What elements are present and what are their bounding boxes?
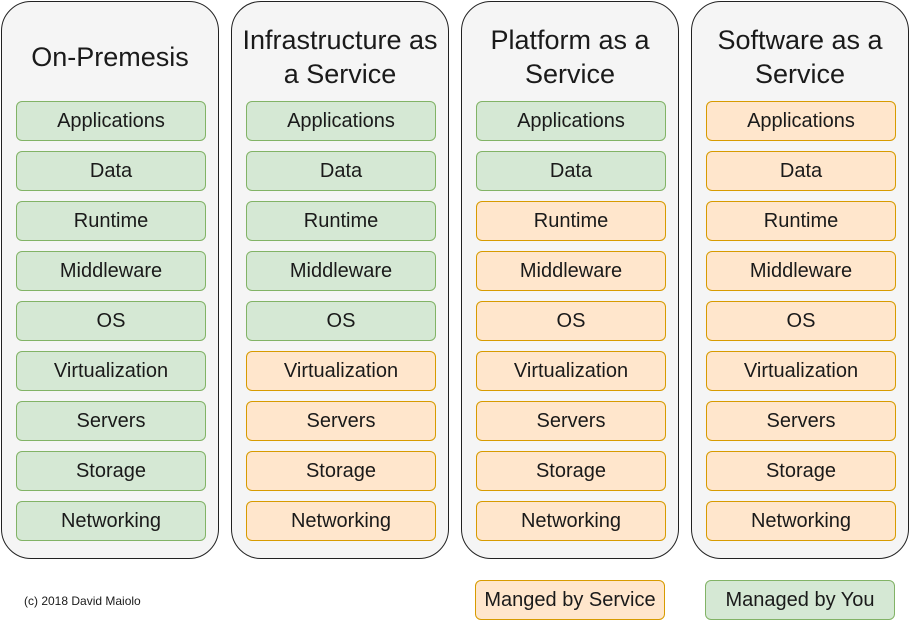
layer-virtualization: Virtualization bbox=[706, 351, 896, 391]
layer-applications: Applications bbox=[706, 101, 896, 141]
column-title: Software as a Service bbox=[717, 25, 883, 89]
column-title: Infrastructure as a Service bbox=[242, 25, 438, 89]
layer-virtualization: Virtualization bbox=[246, 351, 436, 391]
column-iaas: Infrastructure as a Service Applications… bbox=[231, 1, 449, 559]
layer-os: OS bbox=[476, 301, 666, 341]
layer-data: Data bbox=[16, 151, 206, 191]
layer-servers: Servers bbox=[16, 401, 206, 441]
legend-managed-by-service: Manged by Service bbox=[475, 580, 665, 620]
layer-data: Data bbox=[706, 151, 896, 191]
layer-storage: Storage bbox=[246, 451, 436, 491]
layer-networking: Networking bbox=[706, 501, 896, 541]
layer-servers: Servers bbox=[246, 401, 436, 441]
column-saas: Software as a Service Applications Data … bbox=[691, 1, 909, 559]
layer-servers: Servers bbox=[476, 401, 666, 441]
layer-stack: Applications Data Runtime Middleware OS … bbox=[706, 101, 896, 551]
column-on-premises: On-Premesis Applications Data Runtime Mi… bbox=[1, 1, 219, 559]
layer-data: Data bbox=[246, 151, 436, 191]
legend-managed-by-you: Managed by You bbox=[705, 580, 895, 620]
layer-runtime: Runtime bbox=[706, 201, 896, 241]
layer-runtime: Runtime bbox=[246, 201, 436, 241]
copyright-credit: (c) 2018 David Maiolo bbox=[24, 594, 141, 608]
layer-storage: Storage bbox=[476, 451, 666, 491]
layer-virtualization: Virtualization bbox=[16, 351, 206, 391]
layer-middleware: Middleware bbox=[706, 251, 896, 291]
layer-storage: Storage bbox=[16, 451, 206, 491]
layer-middleware: Middleware bbox=[476, 251, 666, 291]
layer-data: Data bbox=[476, 151, 666, 191]
layer-os: OS bbox=[16, 301, 206, 341]
layer-stack: Applications Data Runtime Middleware OS … bbox=[246, 101, 436, 551]
layer-networking: Networking bbox=[246, 501, 436, 541]
column-paas: Platform as a Service Applications Data … bbox=[461, 1, 679, 559]
layer-virtualization: Virtualization bbox=[476, 351, 666, 391]
layer-servers: Servers bbox=[706, 401, 896, 441]
layer-applications: Applications bbox=[246, 101, 436, 141]
column-title: Platform as a Service bbox=[490, 25, 650, 89]
layer-applications: Applications bbox=[476, 101, 666, 141]
layer-middleware: Middleware bbox=[16, 251, 206, 291]
layer-runtime: Runtime bbox=[476, 201, 666, 241]
layer-storage: Storage bbox=[706, 451, 896, 491]
layer-stack: Applications Data Runtime Middleware OS … bbox=[476, 101, 666, 551]
layer-os: OS bbox=[706, 301, 896, 341]
layer-os: OS bbox=[246, 301, 436, 341]
layer-networking: Networking bbox=[16, 501, 206, 541]
column-title: On-Premesis bbox=[31, 42, 189, 72]
layer-runtime: Runtime bbox=[16, 201, 206, 241]
layer-networking: Networking bbox=[476, 501, 666, 541]
layer-middleware: Middleware bbox=[246, 251, 436, 291]
layer-stack: Applications Data Runtime Middleware OS … bbox=[16, 101, 206, 551]
layer-applications: Applications bbox=[16, 101, 206, 141]
